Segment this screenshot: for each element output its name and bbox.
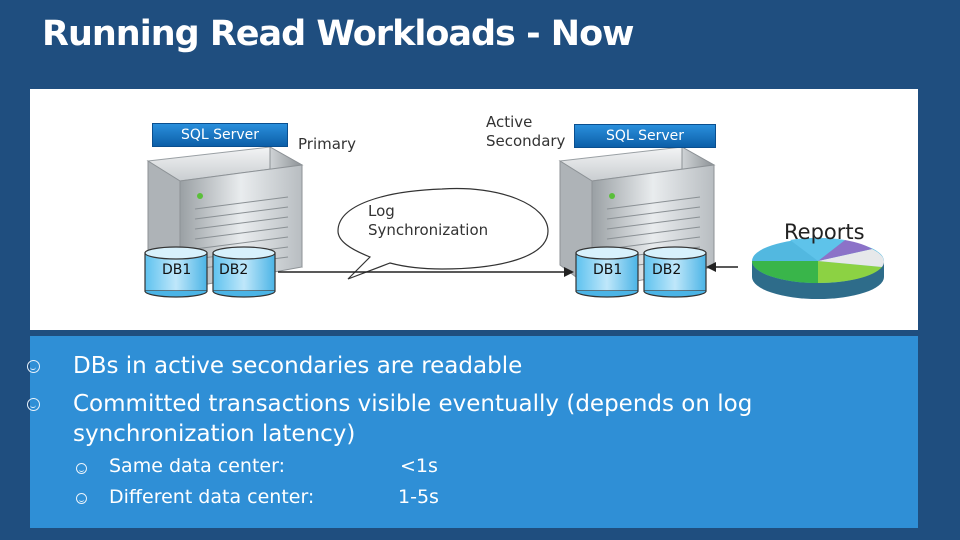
left-server-label: SQL Server: [152, 123, 288, 147]
sub-bullet-1-label: Same data center:: [109, 455, 285, 477]
log-sync-line2: Synchronization: [368, 221, 488, 240]
page-title: Running Read Workloads - Now: [42, 14, 633, 54]
right-server-label: SQL Server: [574, 124, 716, 148]
active-secondary-line1: Active: [486, 113, 565, 132]
active-secondary-label: Active Secondary: [486, 113, 565, 151]
right-db1-label: DB1: [593, 262, 622, 278]
bullet-icon: [27, 360, 40, 373]
sub-bullet-2-label: Different data center:: [109, 486, 314, 508]
bullet-2-line2: synchronization latency): [73, 419, 355, 449]
bullet-icon: [27, 398, 40, 411]
left-db2-label: DB2: [219, 262, 248, 278]
active-secondary-line2: Secondary: [486, 132, 565, 151]
diagram-panel: SQL Server SQL Server Primary Active Sec…: [30, 89, 918, 330]
log-sync-line1: Log: [368, 202, 488, 221]
pie-chart-icon: [752, 238, 884, 299]
sub-bullet-1-value: <1s: [400, 455, 438, 477]
right-db2-label: DB2: [652, 262, 681, 278]
sub-bullet-2-value: 1-5s: [398, 486, 439, 508]
sub-bullet-icon: [76, 493, 87, 504]
log-sync-label: Log Synchronization: [368, 202, 488, 240]
reports-label: Reports: [784, 220, 865, 244]
left-db1-label: DB1: [162, 262, 191, 278]
primary-label: Primary: [298, 135, 356, 154]
sub-bullet-icon: [76, 463, 87, 474]
bullet-1: DBs in active secondaries are readable: [73, 351, 522, 381]
bullet-2-line1: Committed transactions visible eventuall…: [73, 389, 752, 419]
